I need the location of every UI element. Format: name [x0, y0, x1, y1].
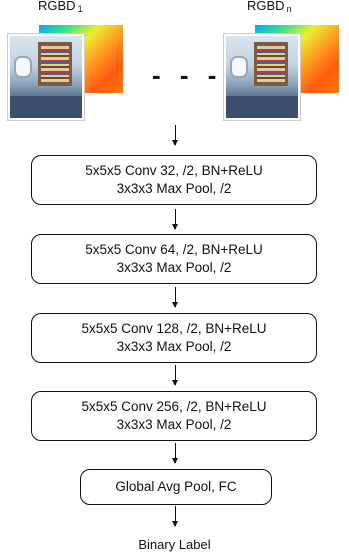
window-shape: [230, 56, 248, 78]
conv-block-2: 5x5x5 Conv 64, /2, BN+ReLU 3x3x3 Max Poo…: [31, 234, 317, 284]
arrow-head-to-output: [172, 506, 178, 527]
conv-block-2-line1: 5x5x5 Conv 64, /2, BN+ReLU: [85, 242, 263, 257]
conv-block-4-line2: 3x3x3 Max Pool, /2: [116, 417, 232, 432]
rgbd-frame-first: [8, 24, 124, 120]
input-label-first-text: RGBD: [38, 0, 76, 13]
conv-block-2-line2: 3x3x3 Max Pool, /2: [116, 260, 232, 275]
conv-block-3-line2: 3x3x3 Max Pool, /2: [116, 339, 232, 354]
global-pool-fc-label: Global Avg Pool, FC: [115, 479, 237, 494]
window-shape: [14, 56, 32, 78]
bookshelf-shape: [254, 42, 288, 86]
arrow-layer2-to-layer3: [172, 287, 178, 308]
bookshelf-shape: [38, 42, 72, 86]
input-label-first-index: 1: [77, 4, 83, 14]
conv-block-4: 5x5x5 Conv 256, /2, BN+ReLU 3x3x3 Max Po…: [31, 391, 317, 441]
rgb-image: [8, 34, 84, 120]
arrow-input-to-layer1: [172, 125, 178, 146]
ellipsis: - - -: [152, 60, 223, 90]
conv-block-3: 5x5x5 Conv 128, /2, BN+ReLU 3x3x3 Max Po…: [31, 313, 317, 363]
arrow-layer3-to-layer4: [172, 365, 178, 386]
conv-block-1: 5x5x5 Conv 32, /2, BN+ReLU 3x3x3 Max Poo…: [31, 155, 317, 205]
arrow-layer1-to-layer2: [172, 209, 178, 230]
input-label-last-text: RGBD: [247, 0, 285, 13]
conv-block-1-line1: 5x5x5 Conv 32, /2, BN+ReLU: [85, 163, 263, 178]
floor-shape: [226, 96, 298, 118]
conv-block-1-line2: 3x3x3 Max Pool, /2: [116, 181, 232, 196]
rgbd-frame-last: [224, 24, 340, 120]
conv-block-3-line1: 5x5x5 Conv 128, /2, BN+ReLU: [81, 321, 267, 336]
arrow-layer4-to-head: [172, 443, 178, 464]
conv-block-4-line1: 5x5x5 Conv 256, /2, BN+ReLU: [81, 399, 267, 414]
output-label: Binary Label: [138, 537, 211, 552]
global-pool-fc-block: Global Avg Pool, FC: [80, 469, 272, 505]
input-label-last-index: n: [286, 4, 292, 14]
floor-shape: [10, 96, 82, 118]
rgb-image: [224, 34, 300, 120]
